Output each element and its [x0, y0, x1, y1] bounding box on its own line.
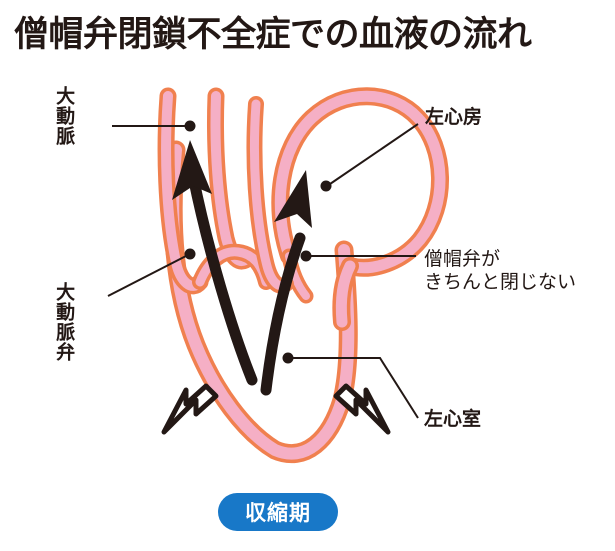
leader-line-aortic-valve: [107, 255, 187, 297]
leader-dot-aortic-valve: [184, 248, 196, 260]
label-aorta: 大動脈: [53, 86, 76, 146]
regurgitation-arrow: [260, 232, 306, 396]
left-atrium-wall-fill: [274, 90, 446, 274]
leader-dot-left-ventricle: [282, 352, 294, 364]
heart-anatomy: [157, 87, 449, 464]
label-left-atrium: 左心房: [425, 106, 483, 128]
callout-leader-lines: [107, 120, 419, 419]
phase-badge: 収縮期: [218, 493, 338, 531]
leader-dot-mitral-valve: [300, 250, 312, 262]
septum-wall-fill: [249, 99, 291, 291]
label-aortic-valve: 大動脈弁: [53, 282, 76, 362]
leader-line-left-atrium: [329, 123, 419, 185]
aortic-outflow-arrow: [187, 170, 258, 386]
aorta-outer-wall-fill: [161, 91, 205, 291]
leader-line-left-ventricle: [292, 357, 419, 419]
mitral-valve-junction-fill: [335, 260, 356, 328]
aorta-inner-wall-fill: [210, 91, 253, 266]
regurgitation-arrowhead: [274, 170, 312, 228]
aortic-outflow-arrowhead: [172, 140, 212, 200]
contraction-arrow-left: [161, 383, 219, 435]
leader-dot-aorta: [184, 120, 196, 132]
contraction-arrow-right: [333, 383, 391, 435]
label-mitral-regurgitation: 僧帽弁が きちんと閉じない: [424, 248, 577, 294]
leader-dot-left-atrium: [320, 180, 332, 192]
page-title: 僧帽弁閉鎖不全症での血液の流れ: [14, 15, 532, 55]
contraction-arrows: [161, 383, 391, 435]
blood-flow-arrows: [172, 140, 312, 396]
label-left-ventricle: 左心室: [424, 408, 482, 430]
